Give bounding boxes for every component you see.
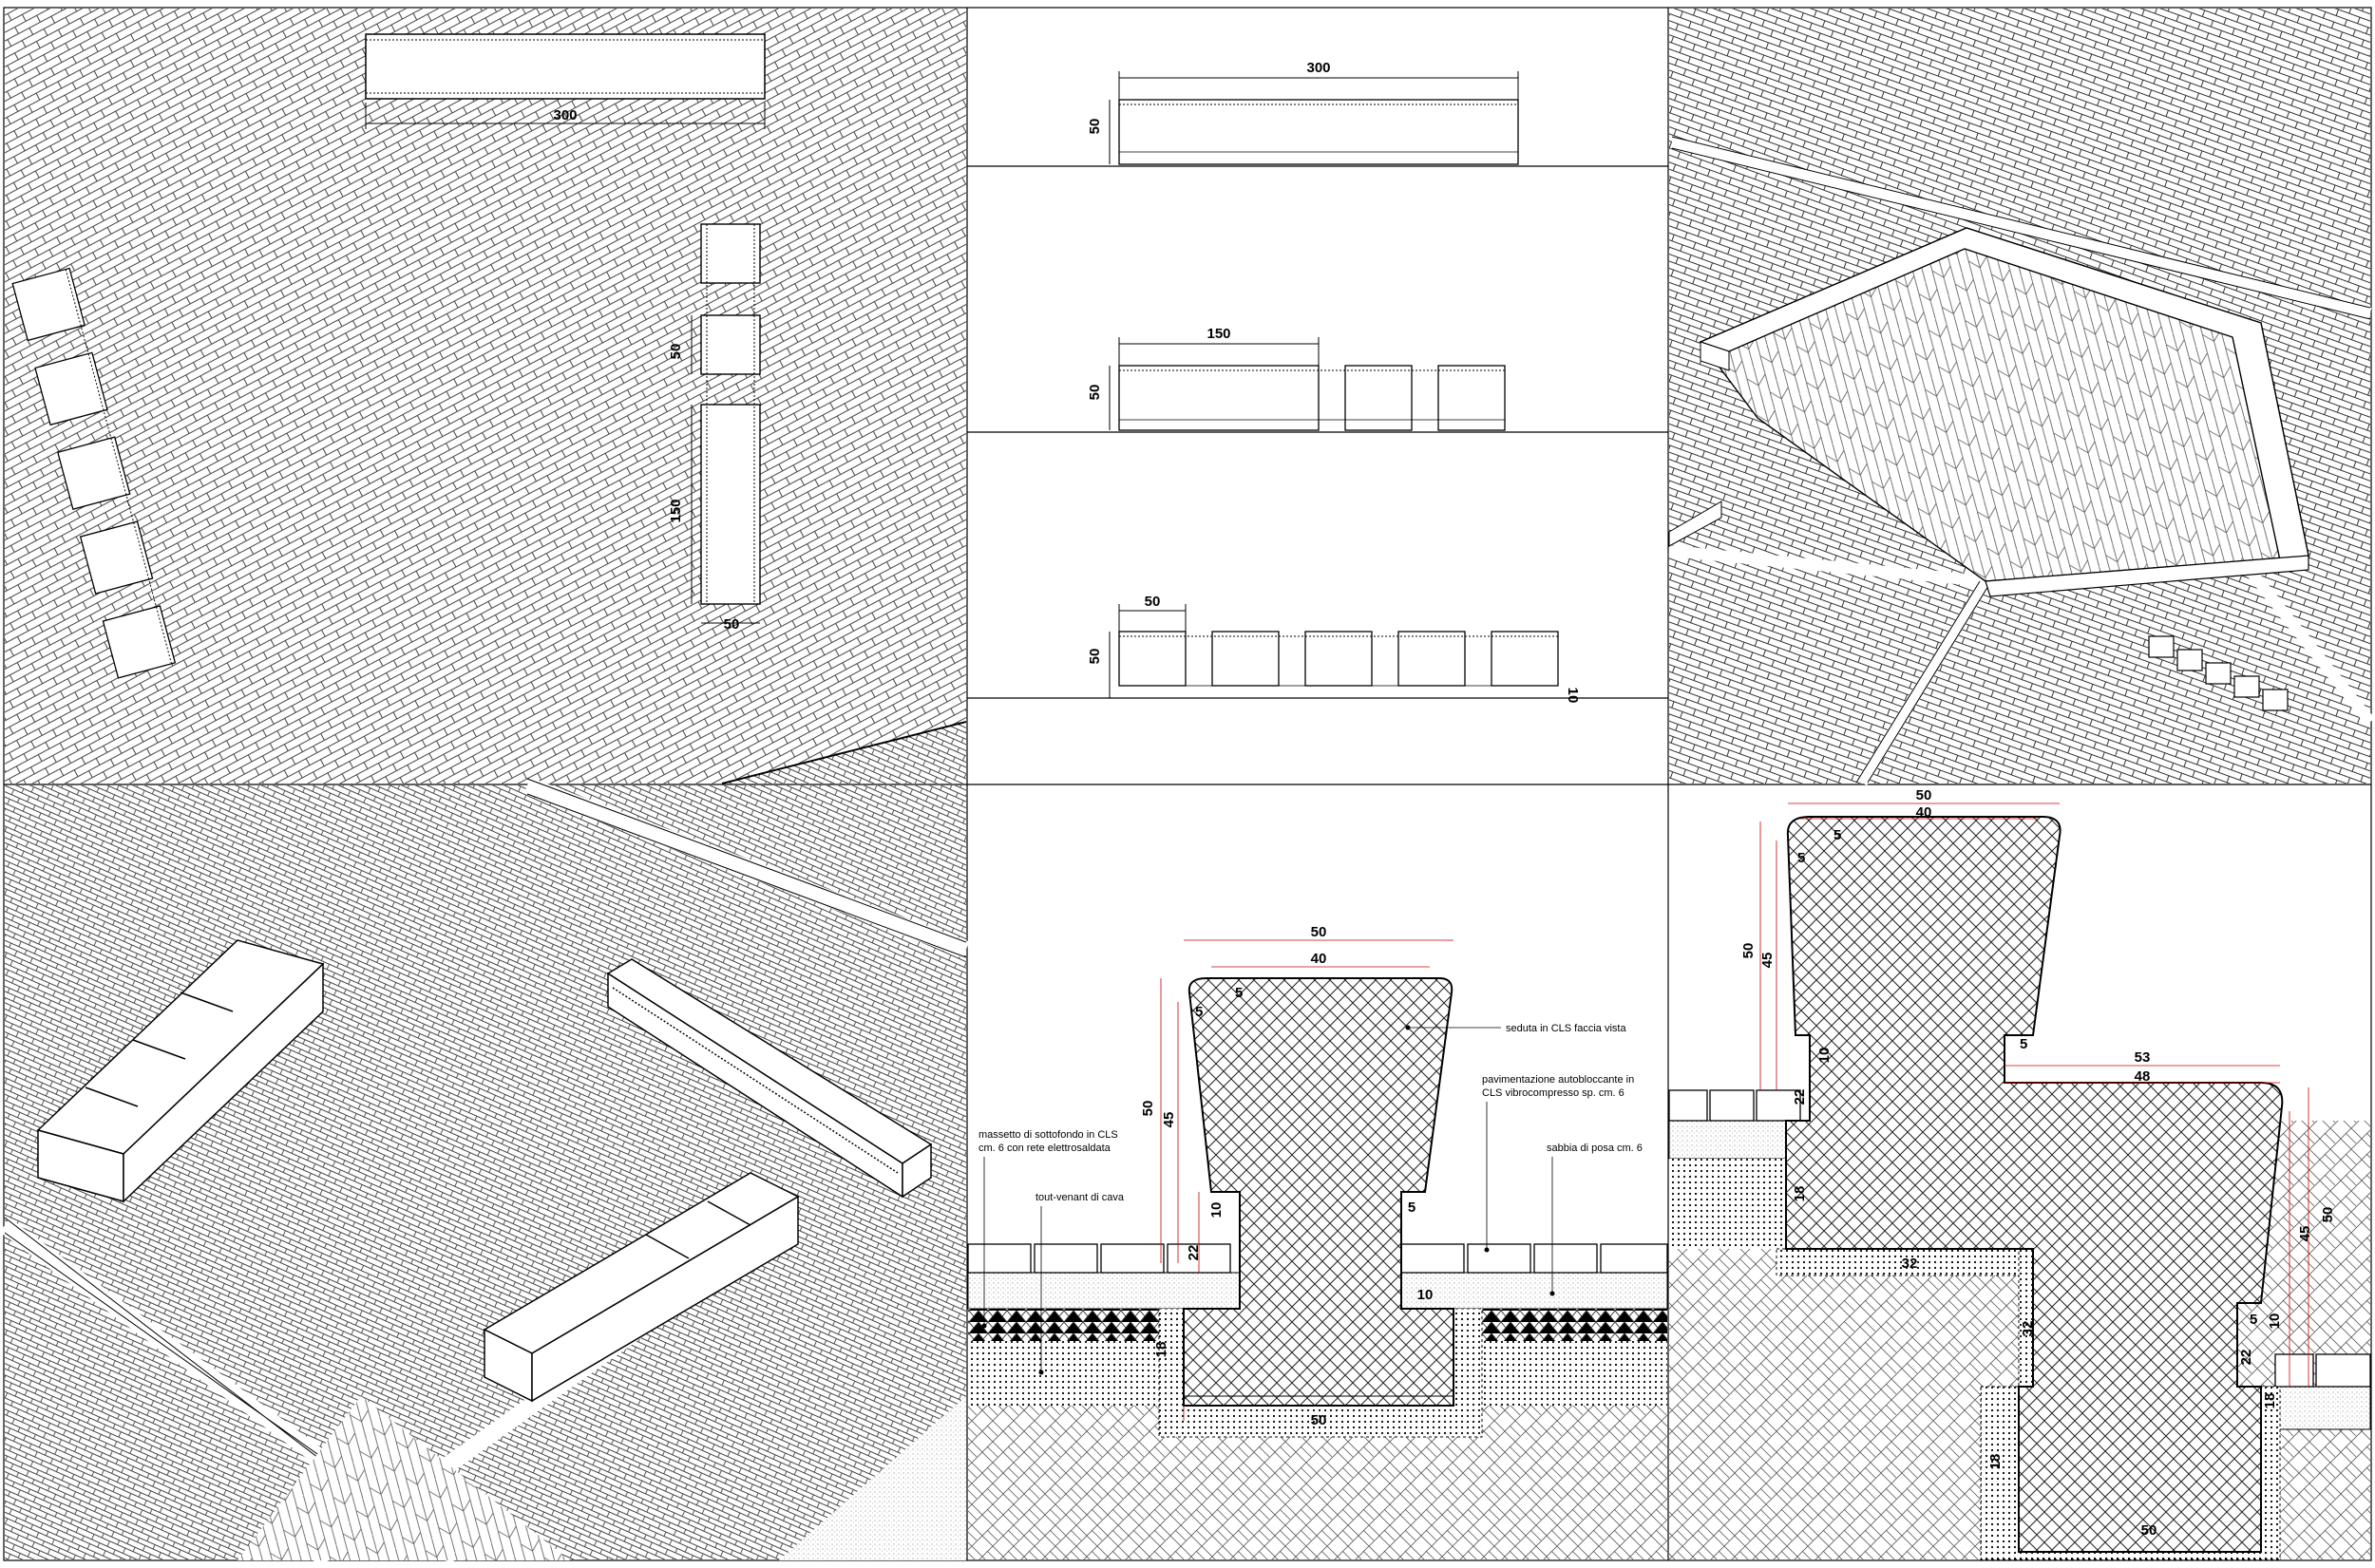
section-right-dims	[1759, 803, 2309, 1387]
dim-sr-chamfer-v: 5	[1834, 827, 1841, 843]
dim-e2-50: 50	[1087, 385, 1103, 401]
dim-e1-50: 50	[1087, 119, 1103, 135]
dim-sr-low-total: 50	[2320, 1207, 2336, 1223]
section-detail-left: 50 40 5 5 50 45 10 22 5 10 18 50 seduta …	[967, 924, 1668, 1559]
bench-axo-segmented-2	[483, 1172, 800, 1403]
dim-sr-low-body: 45	[2297, 1226, 2313, 1242]
note-seat: seduta in CLS faccia vista	[1506, 1023, 1626, 1034]
dim-sl-paver: 22	[1186, 1245, 1202, 1261]
dim-plan-150: 150	[668, 499, 684, 522]
bench-axo-segmented-1	[36, 939, 325, 1203]
dim-sr-seat-outer: 53	[2135, 1049, 2151, 1066]
section-left-notes: seduta in CLS faccia vista pavimentazion…	[978, 1023, 1643, 1375]
hexagon-bench	[1699, 227, 2309, 597]
elevation-long-bench: 300 50	[1087, 60, 1519, 165]
dim-plan-300: 300	[553, 107, 577, 123]
dim-sr-rebate-top: 5	[2020, 1036, 2027, 1052]
dim-sr-chamfer-h: 5	[1797, 850, 1805, 866]
dim-sr-low-step: 10	[2267, 1313, 2283, 1330]
section-left-dims	[1160, 939, 1454, 1421]
note-pavers-1: pavimentazione autobloccante in	[1482, 1074, 1634, 1086]
dim-sr-50: 50	[1916, 787, 1932, 803]
dim-plan-50-b: 50	[724, 616, 740, 633]
dim-sl-chamfer-v: 5	[1235, 985, 1243, 1001]
dim-sr-low-footing: 50	[2141, 1522, 2157, 1539]
dim-sr-low-screed-b: 18	[1987, 1454, 2004, 1470]
dim-e3-10: 10	[1565, 688, 1581, 704]
dim-sr-seat-inner: 48	[2135, 1068, 2151, 1085]
dim-e3-50: 50	[1145, 594, 1161, 610]
dim-sl-step: 10	[1208, 1202, 1225, 1219]
cube-seats-axo	[2148, 635, 2289, 711]
dim-sl-total: 50	[1140, 1101, 1156, 1117]
dim-sr-footing-side: 32	[2020, 1321, 2036, 1337]
bench-plan-cubes	[11, 267, 177, 679]
panel-frames	[3, 7, 2372, 1561]
note-slab-1: massetto di sottofondo in CLS	[978, 1129, 1118, 1141]
bench-plan-vertical: 50 150 50	[668, 223, 761, 633]
dim-sl-40: 40	[1311, 951, 1327, 967]
axonometric-benches-panel	[0, 777, 970, 1568]
dim-sr-body: 45	[1759, 953, 1776, 969]
pavers-row-right-upper	[1668, 1089, 1801, 1122]
dim-sr-low-screed: 18	[2262, 1393, 2278, 1409]
note-gravel: tout-venant di cava	[1036, 1192, 1125, 1203]
elevation-cube-seats: 50 50 10	[967, 594, 1668, 703]
elevations-panel: 300 50 150 50	[967, 60, 1668, 703]
dim-sl-50: 50	[1311, 924, 1327, 940]
plan-view-panel: 300 50 150 50	[5, 9, 967, 784]
dim-sr-total: 50	[1740, 943, 1757, 959]
elevation-segmented-bench: 150 50	[1087, 326, 1506, 431]
dim-sl-screed: 18	[1153, 1342, 1169, 1358]
bench-section-body	[1183, 977, 1454, 1407]
dim-plan-50-a: 50	[668, 344, 684, 360]
dim-e2-150: 150	[1206, 326, 1230, 342]
dim-sl-chamfer-h: 5	[1195, 1004, 1203, 1020]
dim-sr-paver: 22	[1792, 1089, 1808, 1105]
dim-sl-rebate: 5	[1408, 1200, 1416, 1216]
dim-sl-base-step: 10	[1417, 1287, 1434, 1303]
dim-sl-footing: 50	[1311, 1412, 1327, 1428]
bench-section-body-right	[1785, 816, 2284, 1553]
dim-sr-step: 10	[1816, 1048, 1833, 1064]
dim-sr-40: 40	[1916, 804, 1932, 821]
axonometric-hexagon-panel	[1668, 9, 2375, 786]
pavers-row-right-lower	[2274, 1353, 2371, 1388]
note-slab-2: cm. 6 con rete elettrosaldata	[978, 1143, 1112, 1154]
bench-plan-long: 300	[365, 33, 766, 129]
note-sand: sabbia di posa cm. 6	[1547, 1143, 1643, 1154]
note-pavers-2: CLS vibrocompresso sp. cm. 6	[1482, 1087, 1624, 1099]
dim-sr-footing-top: 32	[1902, 1256, 1918, 1272]
dim-sl-body: 45	[1161, 1112, 1177, 1128]
dim-sr-low-paver: 22	[2238, 1350, 2254, 1366]
dim-e1-300: 300	[1306, 60, 1330, 76]
dim-sr-low-rebate: 5	[2250, 1312, 2257, 1328]
bench-axo-long	[606, 958, 933, 1199]
dim-sr-screed: 18	[1792, 1186, 1808, 1202]
section-detail-right: 50 40 5 5 50 45 10 22 18 32 32 53 48 5 5…	[1668, 787, 2371, 1560]
dim-e3-50-h: 50	[1087, 649, 1103, 665]
